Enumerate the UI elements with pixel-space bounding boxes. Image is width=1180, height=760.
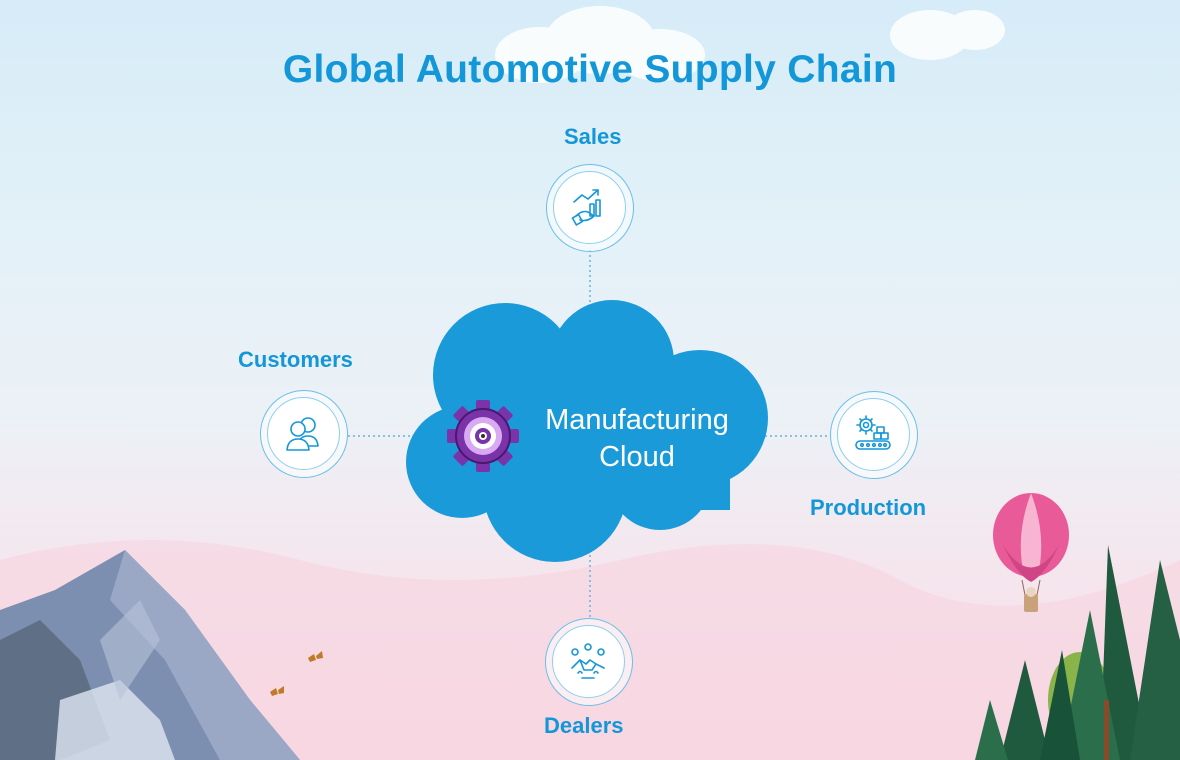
forest — [975, 545, 1180, 760]
mountain — [0, 550, 300, 760]
dealers-handshake-icon — [571, 643, 605, 679]
customers-icon — [286, 417, 319, 451]
page-title: Global Automotive Supply Chain — [282, 48, 898, 91]
node-label-dealers: Dealers — [544, 713, 624, 738]
hub-label: Manufacturing Cloud — [524, 402, 750, 476]
production-conveyor-icon — [855, 415, 891, 450]
butterfly — [270, 686, 284, 696]
node-label-sales: Sales — [564, 124, 622, 149]
hot-air-balloon — [993, 493, 1069, 612]
node-label-customers: Customers — [238, 347, 353, 372]
node-label-production: Production — [810, 495, 927, 520]
hub-cloud — [406, 300, 768, 562]
node-production[interactable] — [830, 391, 918, 479]
gear-icon — [447, 400, 519, 472]
node-sales[interactable] — [546, 164, 634, 252]
node-dealers[interactable] — [545, 618, 633, 706]
sales-growth-icon — [571, 189, 601, 226]
node-customers[interactable] — [260, 390, 348, 478]
sky-cloud — [495, 6, 1005, 83]
hub-label-line1: Manufacturing — [545, 404, 729, 436]
butterfly — [308, 651, 323, 662]
hub-label-line2: Cloud — [599, 441, 675, 473]
